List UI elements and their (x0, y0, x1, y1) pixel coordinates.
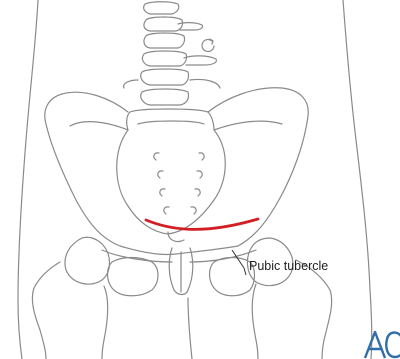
ao-logo-mark (363, 327, 400, 359)
femur-right-inner (252, 284, 258, 359)
pubic-ramus-left (102, 250, 172, 262)
acetabulum-left (65, 237, 110, 284)
body-outline-right (343, 0, 372, 359)
ilium-left (45, 92, 128, 246)
femur-left (32, 262, 60, 359)
pubic-tubercle-label: Pubic tubercle (249, 259, 328, 273)
body-outline-left (18, 0, 38, 359)
ilium-left-inner (70, 122, 128, 130)
lumbar-spine (124, 2, 220, 105)
midline (188, 298, 192, 359)
ilium-right (208, 88, 308, 246)
ilium-right-inner (214, 121, 282, 130)
sacrum (117, 109, 226, 242)
femur-left-inner (102, 286, 108, 359)
femur-right (296, 260, 332, 359)
incision-line (146, 219, 258, 229)
obturator-left (108, 258, 159, 296)
ao-logo (363, 327, 400, 359)
pelvic-brim (120, 246, 238, 255)
